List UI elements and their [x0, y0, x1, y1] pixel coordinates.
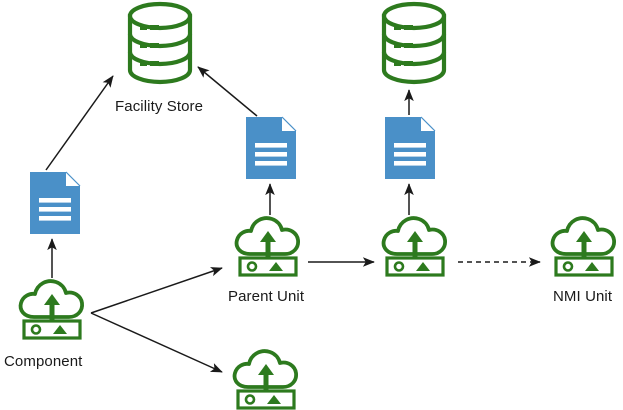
label-nmi-unit: NMI Unit [553, 288, 613, 305]
database-icon[interactable] [127, 1, 193, 85]
edge-component-to-bottom [90, 312, 223, 373]
database-indicator-lights [394, 25, 413, 66]
cloud-server-icon[interactable] [381, 216, 447, 277]
edge-parent-doc-to-store [197, 66, 258, 117]
edge-component-to-parent [90, 267, 223, 314]
database-icon[interactable] [381, 1, 447, 85]
document-text-lines [39, 198, 71, 221]
document-icon[interactable] [30, 171, 81, 234]
cloud-server-icon[interactable] [234, 216, 300, 277]
cloud-server-icon[interactable] [232, 349, 298, 410]
database-indicator-lights [140, 25, 159, 66]
edge-component-doc-to-store [45, 75, 114, 171]
cloud-server-icon[interactable] [550, 216, 616, 277]
document-text-lines [394, 143, 426, 166]
document-icon[interactable] [385, 116, 436, 179]
label-parent-unit: Parent Unit [228, 288, 305, 305]
document-icon[interactable] [246, 116, 297, 179]
document-text-lines [255, 143, 287, 166]
label-facility-store: Facility Store [115, 98, 204, 115]
cloud-server-icon[interactable] [18, 279, 84, 340]
label-component: Component [4, 353, 83, 370]
